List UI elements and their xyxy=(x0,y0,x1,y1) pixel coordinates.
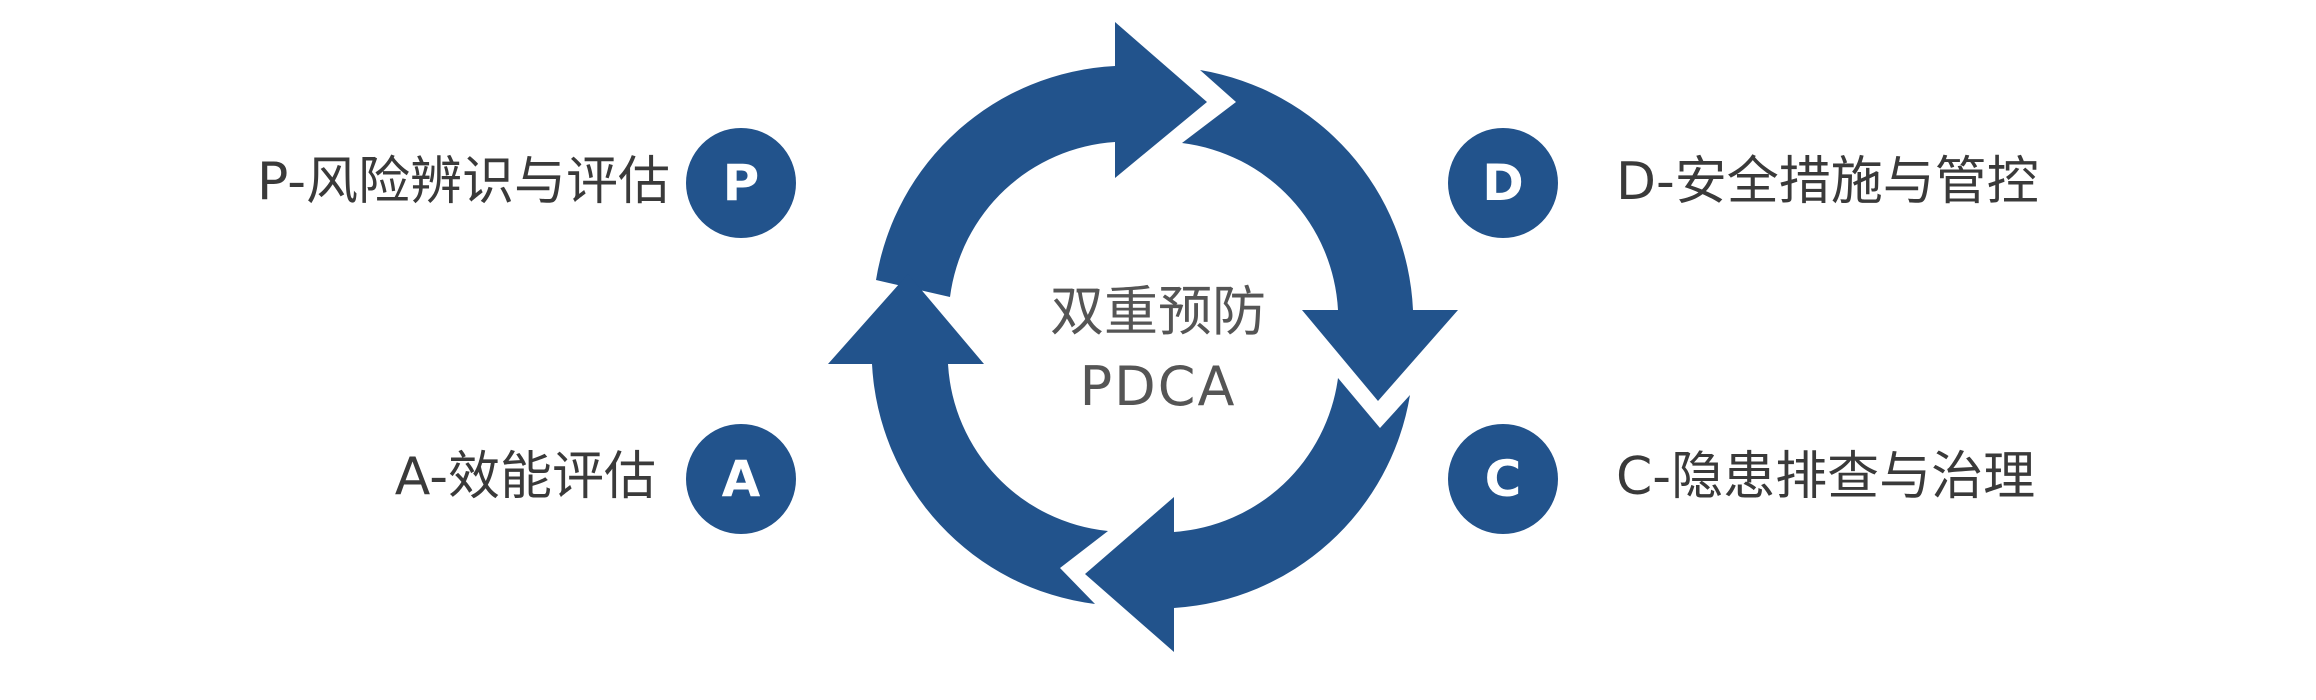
step-act-label: A-效能评估 xyxy=(394,447,656,507)
step-check-label: C-隐患排查与治理 xyxy=(1616,447,2036,507)
step-act-badge: A xyxy=(686,424,796,534)
step-plan-badge: P xyxy=(686,128,796,238)
step-do-label: D-安全措施与管控 xyxy=(1616,152,2039,212)
arrow-do-to-check xyxy=(1182,70,1458,401)
arrow-act-to-plan xyxy=(828,274,1108,604)
step-plan-label: P-风险辨识与评估 xyxy=(257,152,670,212)
center-title: 双重预防 xyxy=(1050,280,1266,343)
center-subtitle: PDCA xyxy=(1079,355,1237,418)
step-check-badge: C xyxy=(1448,424,1558,534)
step-do-badge: D xyxy=(1448,128,1558,238)
arrow-plan-to-do xyxy=(876,22,1207,297)
arrow-check-to-act xyxy=(1085,378,1410,652)
